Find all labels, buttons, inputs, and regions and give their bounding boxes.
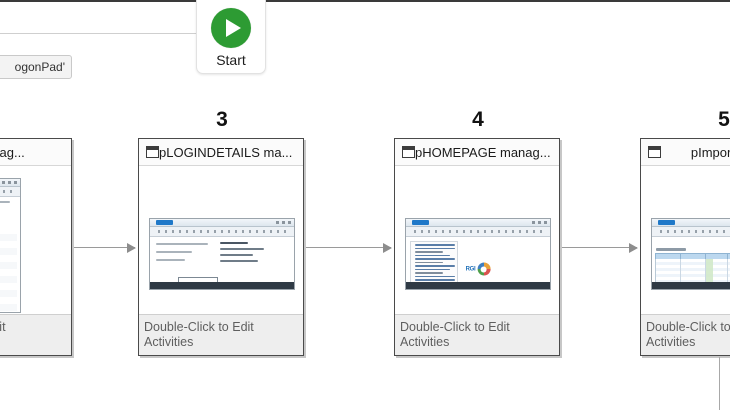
- step-thumbnail-2: [0, 178, 21, 313]
- step-header-4: pHOMEPAGE manag...: [395, 139, 559, 166]
- step-footer-text-3: Double-Click to Edit Activities: [144, 320, 254, 349]
- step-footer-text-5: Double-Click to Edit Activities: [646, 320, 730, 349]
- step-number-4: 4: [472, 108, 484, 131]
- step-header-5: pImportQu...: [641, 139, 730, 166]
- step-card-2[interactable]: 2 D manag...: [0, 138, 72, 356]
- top-panel: [0, 2, 200, 33]
- step-title-2: D manag...: [0, 144, 25, 160]
- step-card-4[interactable]: 4 pHOMEPAGE manag... RGI: [394, 109, 560, 356]
- play-icon: [211, 8, 251, 48]
- arrow-2-to-3: [74, 242, 136, 253]
- step-body-4[interactable]: RGI: [395, 166, 559, 327]
- step-number-5: 5: [718, 108, 730, 131]
- step-card-3[interactable]: 3 pLOGINDETAILS ma... Double-Click to Ed…: [138, 109, 304, 356]
- step-body-3[interactable]: [139, 166, 303, 327]
- chip-label: ogonPad': [14, 60, 65, 74]
- step-body-2[interactable]: [0, 166, 71, 327]
- vertical-connector-from-step-5: [719, 357, 720, 410]
- step-number-3: 3: [216, 108, 228, 131]
- window-top-edge: [0, 0, 730, 2]
- step-thumbnail-5: [651, 218, 730, 290]
- step-header-3: pLOGINDETAILS ma...: [139, 139, 303, 166]
- arrow-4-to-5: [562, 242, 638, 253]
- step-header-2: D manag...: [0, 139, 71, 166]
- step-card-5[interactable]: 5 pImportQu...: [640, 109, 730, 356]
- window-icon: [402, 146, 415, 158]
- step-title-5: pImportQu...: [690, 144, 730, 160]
- step-footer-text-4: Double-Click to Edit Activities: [400, 320, 510, 349]
- step-footer-text-2: Edit: [0, 320, 6, 334]
- step-footer-4: Double-Click to Edit Activities: [395, 314, 559, 355]
- step-footer-3: Double-Click to Edit Activities: [139, 314, 303, 355]
- brand-logo-icon: RGI: [466, 262, 491, 276]
- step-number-2: 2: [0, 109, 73, 130]
- window-icon: [146, 146, 159, 158]
- step-body-5[interactable]: [641, 166, 730, 327]
- arrow-3-to-4: [306, 242, 392, 253]
- top-panel-divider: [0, 33, 200, 34]
- start-node[interactable]: Start: [196, 0, 266, 74]
- logonpad-chip-button[interactable]: ogonPad': [0, 55, 72, 79]
- step-title-3: pLOGINDETAILS ma...: [159, 144, 293, 160]
- step-footer-5: Double-Click to Edit Activities: [641, 314, 730, 355]
- start-node-label: Start: [216, 52, 246, 68]
- window-icon: [648, 146, 661, 158]
- step-thumbnail-3: [149, 218, 295, 290]
- step-thumbnail-4: RGI: [405, 218, 551, 290]
- step-footer-2: Edit: [0, 314, 71, 355]
- step-title-4: pHOMEPAGE manag...: [415, 144, 551, 160]
